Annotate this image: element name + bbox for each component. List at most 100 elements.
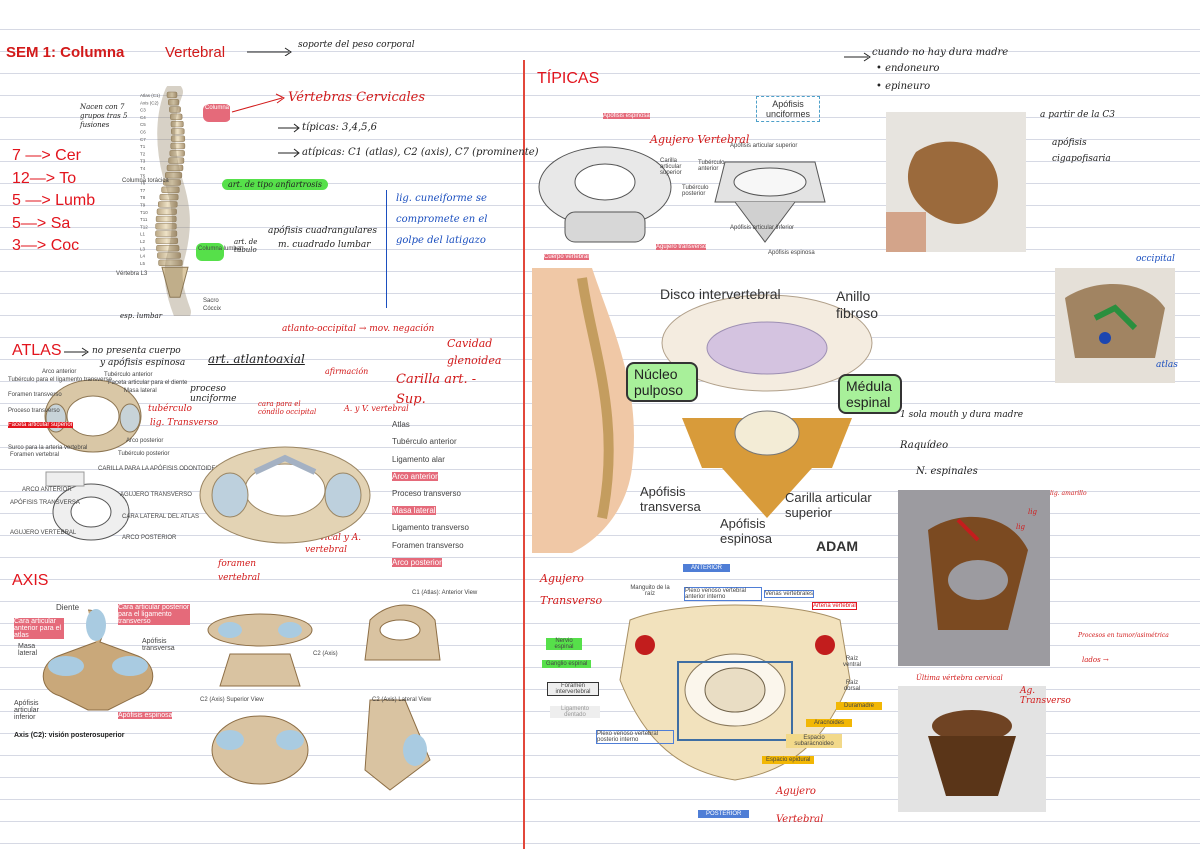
atlas-right-0: Atlas (392, 420, 410, 429)
vertebra-label: Atlas (C1) (140, 93, 161, 98)
atlantoaxial-note: art. atlantoaxial (208, 352, 305, 366)
vertebra-block (170, 135, 186, 142)
vertebra-label: T6 (140, 181, 146, 186)
axis-cara-post: Cara articular posterior para el ligamen… (118, 604, 190, 625)
atlas-superior-diagram (8, 366, 178, 462)
title-note: soporte del peso corporal (298, 40, 415, 50)
raquideo-note: Raquídeo (900, 440, 949, 451)
medula-label: Médula espinal (838, 374, 902, 414)
cervical-box-label: Columna cervical (205, 105, 252, 111)
raiz-ventral-label: Raíz ventral (842, 656, 861, 668)
vertebra-label: L5 (140, 261, 146, 266)
sacro-label: Sacro (203, 298, 219, 304)
cavidad-note: Cavidad glenoidea (447, 337, 502, 367)
atlas-label-6: Proceso transverso (8, 408, 60, 414)
lig-dentado-label: Ligamento dentado (550, 706, 600, 718)
spine-bottom-note: esp. lumbar (120, 312, 163, 320)
espacio-epi-label: Espacio epidural (762, 756, 815, 764)
lumbar-box-label: Columna lumbar (198, 246, 243, 252)
photo-2-shape (928, 516, 1028, 630)
atlas-right-1: Tubérculo anterior (392, 437, 457, 446)
vertebra-label: L3 (140, 246, 146, 251)
tv-cuerpo: Cuerpo vertebral (544, 254, 589, 260)
axis-espinosa: Apófisis espinosa (118, 712, 173, 719)
ultima-note: Última vértebra cervical (916, 674, 1003, 682)
axis-diente: Diente (56, 603, 80, 612)
foramen-note: foramen vertebral (218, 559, 260, 583)
lados-note: lados → (1082, 656, 1109, 664)
count-sacro: 5—> Sa (12, 214, 71, 232)
atlas-label-10: Arco posterior (126, 438, 164, 444)
occipital-note: occipital (1136, 254, 1175, 264)
vertebra-label: C6 (140, 130, 146, 135)
column-divider (523, 60, 525, 849)
vertebra-label: L1 (140, 232, 146, 237)
tv-agujero-transverso: Agujero transverso (656, 244, 707, 250)
tv-apofisis-espinosa: Apófisis espinosa (603, 113, 650, 119)
anterior-label: ANTERIOR (683, 564, 731, 572)
vertebra-block (158, 201, 178, 208)
tv-agujero-vertebral: Agujero Vertebral (650, 133, 750, 146)
atlas-right-7: Foramen transverso (392, 541, 464, 550)
axis-c2-superior: C2 (Axis) Superior View (200, 697, 264, 703)
atlas-small-3: CARILLA PARA LA APÓFISIS ODONTOIDES (98, 466, 220, 472)
atlas-right-6: Ligamento transverso (392, 523, 469, 532)
nervio-label: Nervio espinal (546, 638, 582, 650)
vertebra-block (159, 193, 179, 201)
atlas-label-7: Faceta articular superior (8, 422, 73, 428)
axis-views-illustration (190, 590, 465, 805)
atlas-label-0: Arco anterior (42, 369, 77, 375)
arrow-icon (231, 93, 285, 113)
tv-tub-anterior: Tubérculo anterior (698, 160, 725, 172)
arrow-icon (844, 52, 871, 62)
ag-transverso-photo-note: Ag. Transverso (1020, 686, 1071, 706)
axis-c1-anterior: C1 (Atlas): Anterior View (412, 590, 478, 596)
afirmacion-note: afirmación (325, 367, 369, 376)
axis-shape (42, 609, 154, 711)
lig-transverso-note: lig. Transverso (150, 418, 219, 428)
anillo-label: Anillo fibroso (836, 288, 879, 321)
apofisis-note: apófisis cuadrangulares (268, 226, 378, 236)
manguito-label: Manguito de la raíz (630, 585, 670, 597)
vertebra-label: L2 (140, 239, 146, 244)
raiz-dorsal-label: Raíz dorsal (843, 680, 861, 692)
photo1-note-c3: a partir de la C3 (1040, 110, 1115, 120)
ganglio-label: Ganglio espinal (542, 660, 592, 668)
typical-vertebra-shape (538, 146, 826, 243)
vertebra-label: T8 (140, 195, 146, 200)
atlas-small-6: ARCO POSTERIOR (122, 535, 177, 541)
vertebra-block (156, 245, 180, 252)
atlas-side-diagram (6, 462, 176, 550)
atlas-right-4: Proceso transverso (392, 489, 461, 498)
top-note-1: cuando no hay dura madre (872, 47, 1009, 58)
tv-apof-art-sup: Apófisis articular superior (730, 143, 798, 149)
sacrum-shape (161, 266, 189, 298)
atlas-label-3: Faceta articular para el diente (108, 380, 188, 386)
tuberculo-note: tubérculo (148, 404, 192, 414)
vertebra-block (170, 113, 183, 120)
atlas-shape (44, 379, 142, 453)
vertebra-block (170, 120, 184, 128)
arrow-icon (247, 47, 292, 56)
occipital-photo (1055, 268, 1175, 383)
axis-articular: Apófisis articular inferior (14, 700, 39, 721)
axis-transversa: Apófisis transversa (142, 638, 175, 652)
top-note-2: • endoneuro (876, 63, 940, 74)
spinal-section-shape (619, 604, 851, 781)
vertebra-block (155, 237, 179, 245)
count-toracic: 12—> To (12, 169, 77, 187)
tipicas-note: típicas: 3,4,5,6 (302, 122, 378, 133)
espacio-sub-label: Espacio subaracnoideo (786, 734, 842, 748)
proceso-note: proceso unciforme (190, 384, 237, 404)
atlas-label-1: Tubérculo para el ligamento transverso (8, 377, 112, 383)
tv-tub-posterior: Tubérculo posterior (682, 185, 709, 197)
atlanto-occipital-note: atlanto-occipital → mov. negación (282, 324, 435, 334)
cervical-highlight (203, 104, 230, 122)
top-note-3: • epineuro (876, 81, 931, 92)
axis-c2-label: C2 (Axis) (313, 651, 338, 657)
vertebra-label: T12 (140, 224, 148, 229)
vertebra-label: T3 (140, 159, 146, 164)
atlas-ligament-illustration (185, 410, 470, 590)
count-coccix: 3—> Coc (12, 237, 80, 255)
